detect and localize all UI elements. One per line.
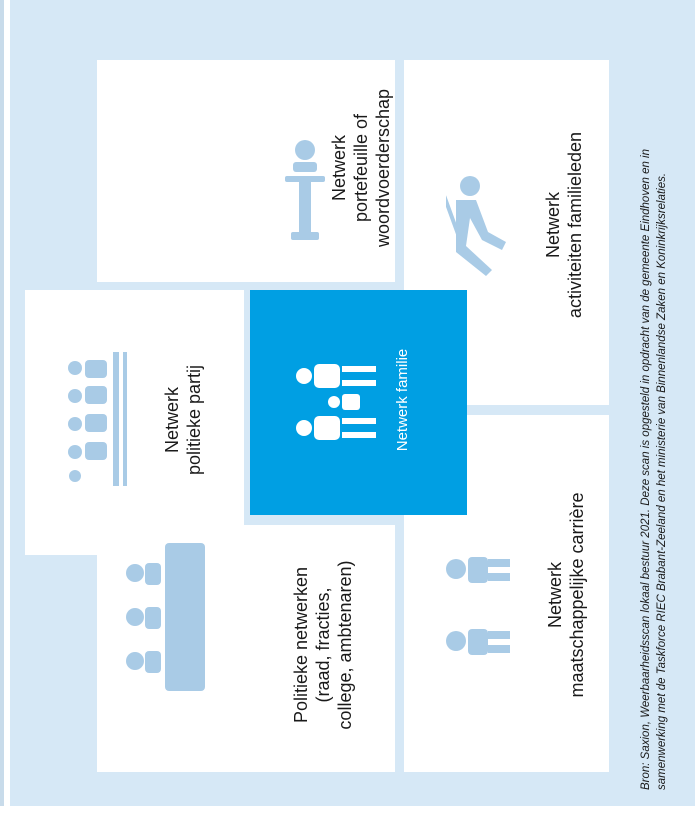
portefeuille-line-2: portefeuille of xyxy=(351,113,371,223)
speaker-podium-icon xyxy=(285,140,325,240)
portefeuille-label: Netwerk portefeuille of woordvoerderscha… xyxy=(328,68,394,268)
council-table-icon xyxy=(126,543,205,691)
party-group-icon xyxy=(68,352,127,486)
partij-label-wrap: Netwerk politieke partij xyxy=(153,345,213,495)
box-portefeuille: Netwerk portefeuille of woordvoerderscha… xyxy=(97,60,395,282)
portefeuille-line-1: Netwerk xyxy=(329,135,349,202)
familie-label-wrap: Netwerk familie xyxy=(390,320,414,480)
box-partij: Netwerk politieke partij xyxy=(25,290,244,555)
familie-label: Netwerk familie xyxy=(393,348,411,452)
politiek-label: Politieke netwerken (raad, fracties, col… xyxy=(290,530,356,760)
portefeuille-label-wrap: Netwerk portefeuille of woordvoerderscha… xyxy=(321,68,401,268)
carriere-line-1: Netwerk xyxy=(545,562,565,629)
activiteiten-line-2: activiteiten familieleden xyxy=(565,131,585,319)
activiteiten-label: Netwerk activiteiten familieleden xyxy=(542,90,586,360)
activiteiten-label-wrap: Netwerk activiteiten familieleden xyxy=(534,90,594,360)
box-politiek: Politieke netwerken (raad, fracties, col… xyxy=(97,525,395,772)
politiek-label-wrap: Politieke netwerken (raad, fracties, col… xyxy=(283,530,363,760)
activiteiten-line-1: Netwerk xyxy=(543,192,563,259)
family-icon xyxy=(296,364,376,440)
politiek-line-3: college, ambtenaren) xyxy=(335,560,355,730)
politiek-line-2: (raad, fracties, xyxy=(313,587,333,703)
source-note: Bron: Saxion, Weerbaarheidsscan lokaal b… xyxy=(638,149,670,790)
partij-label: Netwerk politieke partij xyxy=(161,345,205,495)
two-persons-icon xyxy=(446,557,510,655)
carriere-label-wrap: Netwerk maatschappelijke carrière xyxy=(536,445,596,745)
source-wrap: Bron: Saxion, Weerbaarheidsscan lokaal b… xyxy=(634,40,674,790)
carriere-label: Netwerk maatschappelijke carrière xyxy=(544,445,588,745)
partij-line-2: politieke partij xyxy=(184,364,204,476)
activity-person-icon xyxy=(446,176,506,276)
box-familie: Netwerk familie xyxy=(250,290,467,515)
source-line-2: samenwerking met de Taskforce RIEC Braba… xyxy=(656,172,668,790)
source-line-1: Bron: Saxion, Weerbaarheidsscan lokaal b… xyxy=(640,148,652,790)
politiek-line-1: Politieke netwerken xyxy=(291,566,311,724)
left-border-rule xyxy=(0,0,4,806)
partij-line-1: Netwerk xyxy=(162,387,182,454)
portefeuille-line-3: woordvoerderschap xyxy=(373,88,393,248)
carriere-line-2: maatschappelijke carrière xyxy=(567,492,587,698)
